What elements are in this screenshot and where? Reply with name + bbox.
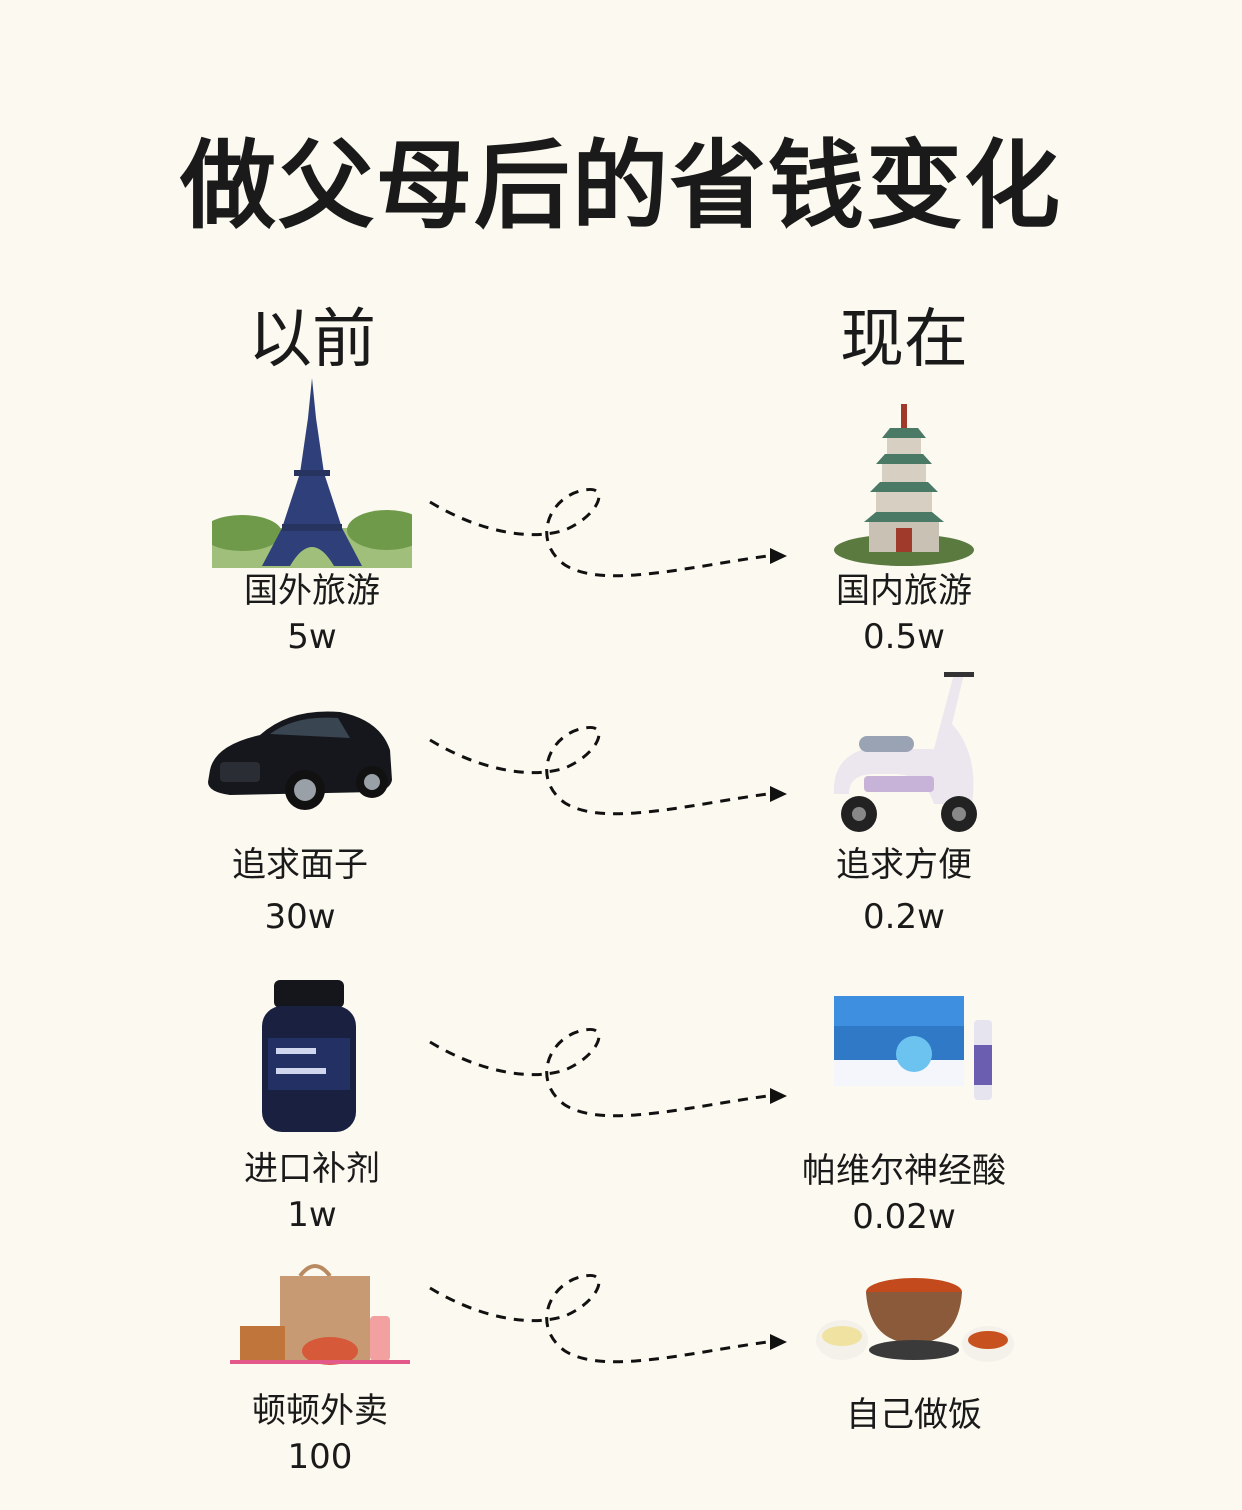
before-price-3: 1w [287,1195,337,1235]
now-item-4: 自己做饭 [764,1262,1064,1438]
column-header-before: 以前 [248,303,376,377]
before-item-2: 追求面子 30w [150,690,450,940]
now-label-2: 追求方便 [836,845,972,885]
dashed-arrow-1 [429,488,787,578]
page-title: 做父母后的省钱变化 [180,130,1062,242]
home-meal-icon [814,1262,1014,1372]
before-item-1: 国外旅游 5w [162,378,462,660]
dashed-arrow-3 [429,1028,787,1118]
car-icon [200,690,400,840]
now-label-1: 国内旅游 [836,571,972,611]
dashed-arrow-2 [429,726,787,816]
before-price-4: 100 [287,1437,353,1477]
before-price-1: 5w [287,617,337,657]
before-label-3: 进口补剂 [244,1149,380,1189]
now-label-4: 自己做饭 [846,1395,982,1435]
now-item-3: 帕维尔神经酸 0.02w [754,990,1054,1240]
now-price-1: 0.5w [863,617,945,657]
scooter-icon [804,664,1004,840]
now-item-2: 追求方便 0.2w [754,664,1054,940]
eiffel-tower-icon [212,378,412,568]
column-header-now: 现在 [840,303,968,377]
takeout-bag-icon [220,1256,420,1376]
before-item-4: 顿顿外卖 100 [170,1256,470,1480]
before-label-2: 追求面子 [232,845,368,885]
before-price-2: 30w [264,897,336,937]
now-item-1: 国内旅游 0.5w [754,400,1054,660]
now-label-3: 帕维尔神经酸 [802,1151,1006,1191]
before-label-1: 国外旅游 [244,571,380,611]
supplement-box-icon [804,990,1004,1140]
before-item-3: 进口补剂 1w [162,978,462,1238]
supplement-bottle-icon [212,978,412,1138]
dashed-arrow-4 [429,1274,787,1364]
before-label-4: 顿顿外卖 [252,1391,388,1431]
now-price-2: 0.2w [863,897,945,937]
now-price-3: 0.02w [852,1197,956,1237]
pagoda-icon [804,400,1004,568]
